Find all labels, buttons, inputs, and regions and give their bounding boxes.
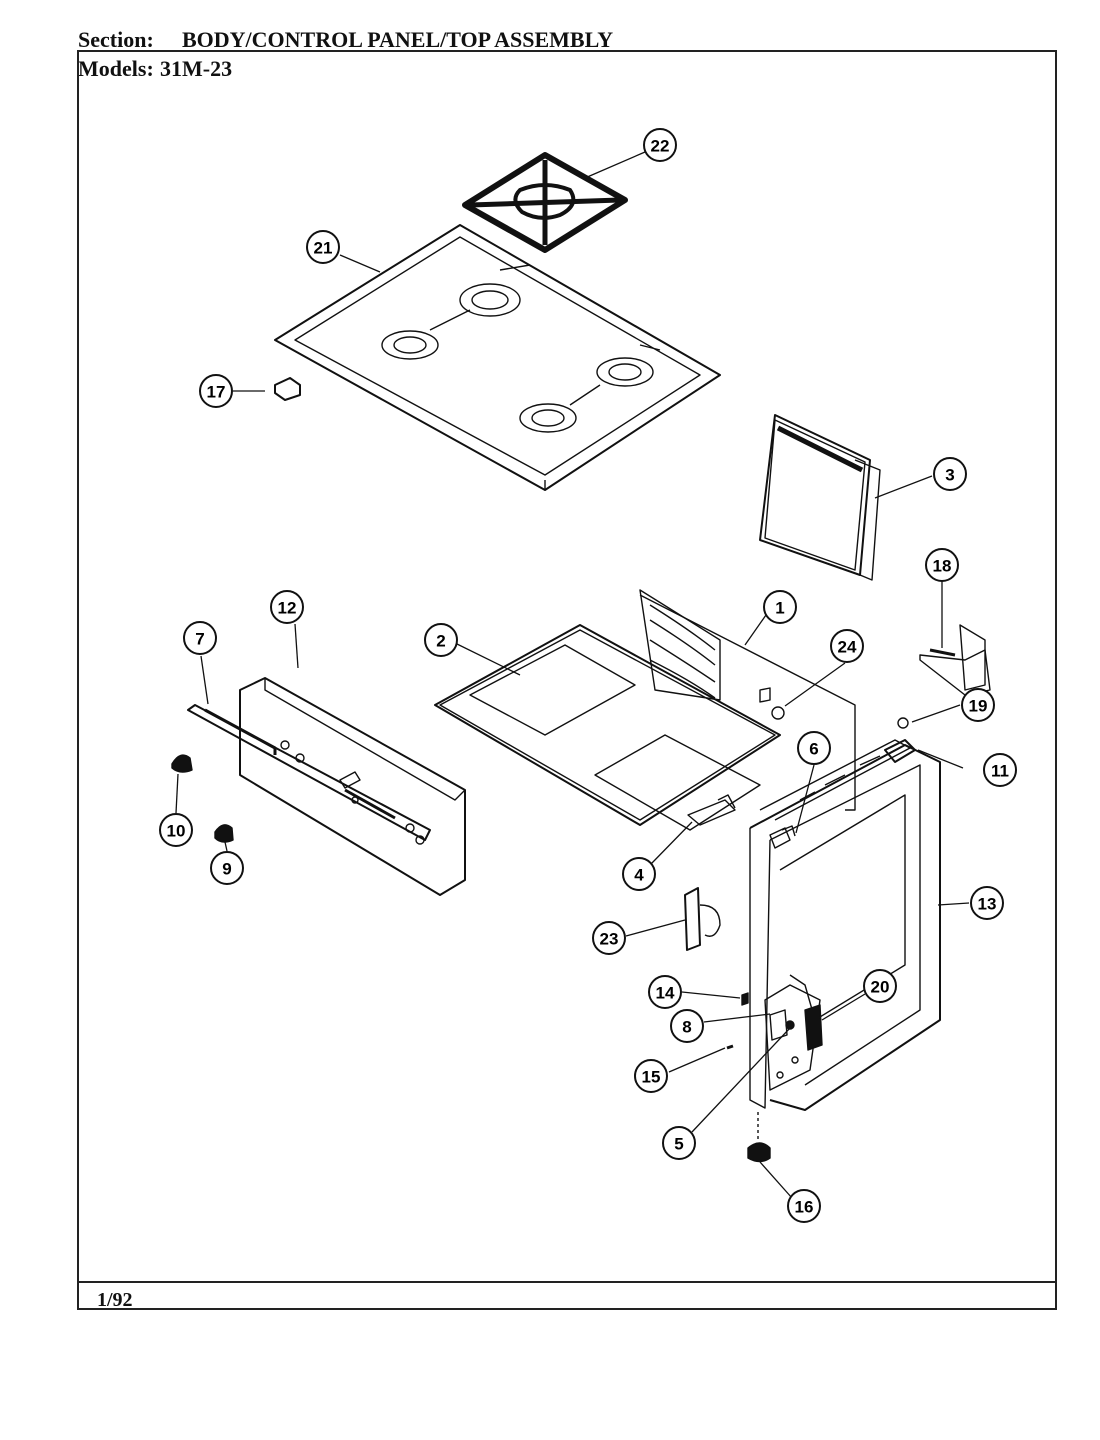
callout-21: 21 [306,230,340,264]
svg-text:23: 23 [600,930,619,949]
section-title: BODY/CONTROL PANEL/TOP ASSEMBLY [182,27,614,52]
svg-text:17: 17 [207,383,226,402]
svg-text:4: 4 [634,866,644,885]
footer-divider [77,1281,1057,1283]
cooktop-clip [274,377,301,401]
callout-17: 17 [199,374,233,408]
svg-text:5: 5 [674,1135,683,1154]
callout-1: 1 [763,590,797,624]
callout-24: 24 [830,629,864,663]
callout-6: 6 [797,731,831,765]
callout-18: 18 [925,548,959,582]
door-lock [684,887,721,951]
svg-text:22: 22 [651,137,670,156]
svg-text:12: 12 [278,599,297,618]
diagram-frame [77,50,1057,1310]
svg-text:11: 11 [991,762,1009,781]
callout-12: 12 [270,590,304,624]
section-label: Section: [78,27,154,52]
leveling-foot [747,1112,771,1163]
oven-body [434,589,856,831]
svg-text:18: 18 [933,557,952,576]
callout-22: 22 [643,128,677,162]
rear-bracket [919,624,991,696]
svg-text:24: 24 [838,638,857,657]
models-label: Models: [78,56,154,81]
small-fasteners [771,706,909,729]
svg-text:9: 9 [222,860,231,879]
callout-9: 9 [210,851,244,885]
svg-text:3: 3 [945,466,954,485]
svg-text:6: 6 [809,740,818,759]
cooktop [274,224,721,491]
burner-grate [462,152,628,253]
svg-text:14: 14 [656,984,675,1003]
callout-10: 10 [159,813,193,847]
callout-13: 13 [970,886,1004,920]
leader-lines [175,151,970,1199]
callout-16: 16 [787,1189,821,1223]
callout-15: 15 [634,1059,668,1093]
callout-2: 2 [424,623,458,657]
control-knobs [171,754,234,843]
lower-control-area [726,984,823,1091]
trim-strip [187,704,431,841]
footer-date: 1/92 [97,1289,133,1311]
door-hinge-top [799,739,916,801]
callouts: 22 21 17 3 18 12 7 2 1 24 19 6 11 10 9 4… [159,128,1017,1223]
svg-text:21: 21 [314,239,333,258]
callout-7: 7 [183,621,217,655]
rear-panel [759,414,881,581]
oven-door-frame [749,739,941,1111]
svg-text:20: 20 [871,978,890,997]
svg-text:2: 2 [436,632,445,651]
callout-5: 5 [662,1126,696,1160]
svg-text:15: 15 [642,1068,661,1087]
front-frame [239,677,466,896]
callout-19: 19 [961,688,995,722]
svg-text:10: 10 [167,822,186,841]
callout-23: 23 [592,921,626,955]
svg-text:7: 7 [195,630,204,649]
callout-11: 11 [983,753,1017,787]
models-value: 31M-23 [160,56,233,81]
svg-text:1: 1 [775,599,784,618]
callout-20: 20 [863,969,897,1003]
hinge-bracket [687,794,736,826]
svg-text:13: 13 [978,895,997,914]
svg-text:19: 19 [969,697,988,716]
callout-3: 3 [933,457,967,491]
callout-14: 14 [648,975,682,1009]
latch [769,825,796,849]
callout-4: 4 [622,857,656,891]
callout-8: 8 [670,1009,704,1043]
svg-text:8: 8 [682,1018,691,1037]
svg-text:16: 16 [795,1198,814,1217]
